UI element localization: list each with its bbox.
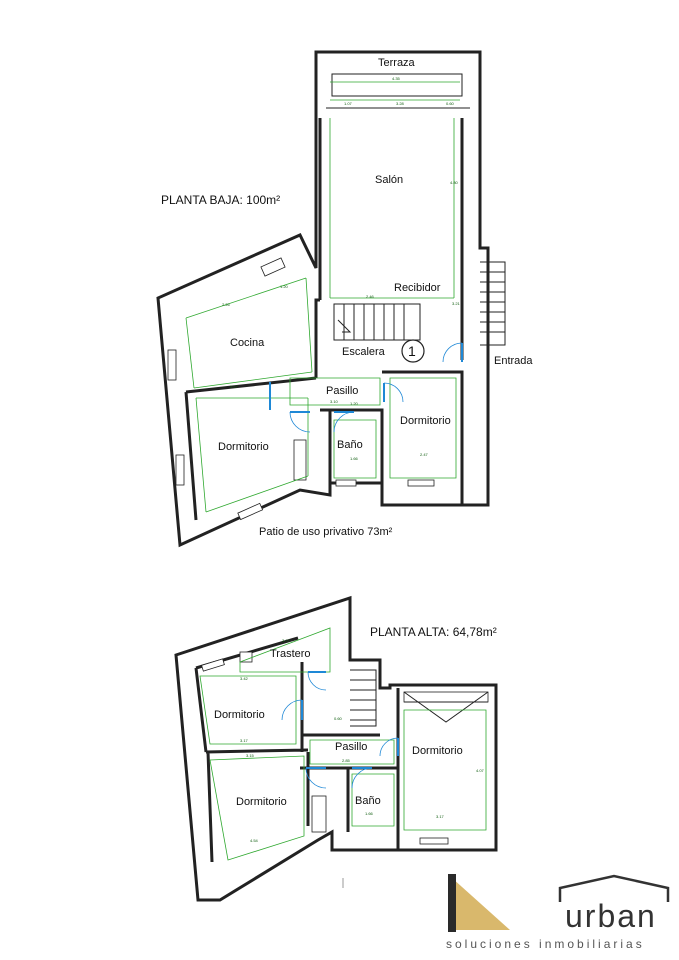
upper-dimension-lines (199, 627, 487, 861)
logo-accent-triangle (452, 878, 510, 930)
upper-floor-title: PLANTA ALTA: 64,78m² (370, 625, 497, 639)
ground-dimension-labels: 4.35 1.07 3.28 0.60 4.80 2.46 3.21 1.20 … (222, 76, 461, 461)
room-label-stairs: Escalera (342, 346, 386, 358)
room-label-bedroom-left: Dormitorio (218, 441, 269, 453)
ground-floor-plan: 4.35 1.07 3.28 0.60 4.80 2.46 3.21 1.20 … (156, 50, 533, 548)
marker-circle (401, 339, 425, 363)
dim: 0.60 (446, 101, 455, 106)
patio-label: Patio de uso privativo 73m² (259, 526, 393, 538)
terrace-rail (326, 73, 470, 109)
upper-floor-plan: 3.17 3.42 3.17 3.15 2.85 1.66 3.17 4.07 … (174, 595, 498, 902)
room-label-kitchen: Cocina (230, 337, 265, 349)
dim: 3.21 (452, 301, 461, 306)
dim: 3.17 (436, 814, 445, 819)
logo-house-roof (558, 874, 670, 902)
ground-dimension-lines (185, 81, 460, 513)
room-label-bathroom: Baño (337, 439, 363, 451)
entrance-steps (480, 261, 506, 346)
ground-interior-walls (184, 118, 464, 521)
dim: 3.17 (240, 738, 249, 743)
room-label-corridor: Pasillo (326, 385, 358, 397)
upper-windows (201, 651, 489, 845)
marker-number: 1 (408, 343, 416, 359)
room-label-terrace: Terraza (378, 57, 416, 69)
dim: 2.46 (366, 294, 375, 299)
dim: 4.07 (476, 768, 485, 773)
dim: 3.10 (330, 399, 339, 404)
upper-outer-wall (174, 595, 498, 902)
room-label-bedroom-c: Dormitorio (236, 796, 287, 808)
room-label-bedroom-a: Dormitorio (214, 709, 265, 721)
dim: 2.85 (342, 758, 351, 763)
dim: 1.20 (280, 284, 289, 289)
room-label-entrance: Entrada (494, 355, 533, 367)
ground-floor-title: PLANTA BAJA: 100m² (161, 193, 280, 207)
dim: 1.66 (350, 456, 359, 461)
dim: 3.17 (282, 638, 291, 643)
dim: 4.54 (250, 838, 259, 843)
upper-dimension-labels: 3.17 3.42 3.17 3.15 2.85 1.66 3.17 4.07 … (240, 638, 485, 843)
dim: 1.07 (344, 101, 353, 106)
dim: 2.47 (420, 452, 429, 457)
room-label-bedroom-right: Dormitorio (400, 415, 451, 427)
dim: 0.60 (334, 716, 343, 721)
ground-outer-wall (156, 50, 490, 548)
dim: 3.15 (246, 753, 255, 758)
brand-name: urban (565, 898, 657, 934)
dim: 4.35 (392, 76, 401, 81)
dim: 1.66 (365, 811, 374, 816)
brand-tagline: soluciones inmobiliarias (446, 937, 645, 951)
room-label-bedroom-b: Dormitorio (412, 745, 463, 757)
dim: 3.17 (230, 384, 239, 389)
ground-doors (269, 342, 463, 433)
stairs-ground (333, 303, 421, 341)
dim: 3.42 (240, 676, 249, 681)
dim: 1.20 (350, 401, 359, 406)
room-label-upper-corridor: Pasillo (335, 741, 367, 753)
room-label-upper-bathroom: Baño (355, 795, 381, 807)
stairs-upper (350, 669, 377, 727)
urban-logo: urban soluciones inmobiliarias (342, 874, 670, 951)
room-label-living: Salón (375, 174, 403, 186)
dim: 4.80 (450, 180, 459, 185)
room-label-storage: Trastero (270, 648, 311, 660)
ground-windows (167, 257, 435, 521)
dim: 3.28 (396, 101, 405, 106)
dim: 2.26 (222, 302, 231, 307)
room-label-hall: Recibidor (394, 282, 441, 294)
upper-doors (281, 671, 399, 789)
